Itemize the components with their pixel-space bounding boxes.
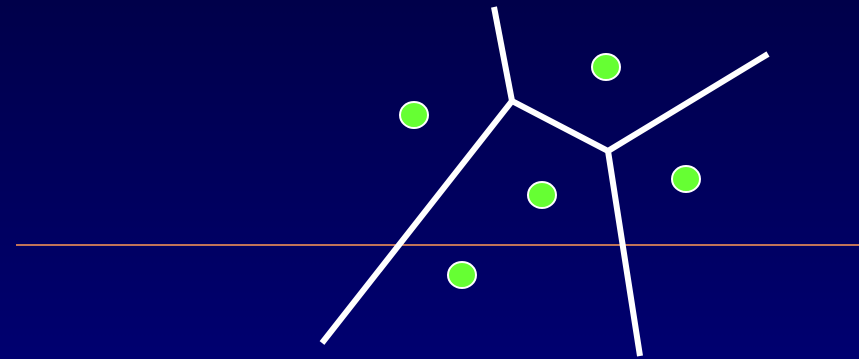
site-point (527, 181, 557, 209)
voronoi-edge-lower (605, 150, 643, 357)
site-point (671, 165, 701, 193)
site-point (399, 101, 429, 129)
site-point (447, 261, 477, 289)
voronoi-edge-upper-right (606, 51, 770, 154)
voronoi-edge-top (491, 6, 515, 102)
voronoi-sites (399, 53, 701, 289)
voronoi-edges (319, 6, 770, 357)
voronoi-edge-left-long (319, 99, 515, 345)
site-point (591, 53, 621, 81)
voronoi-edge-middle (510, 98, 610, 154)
